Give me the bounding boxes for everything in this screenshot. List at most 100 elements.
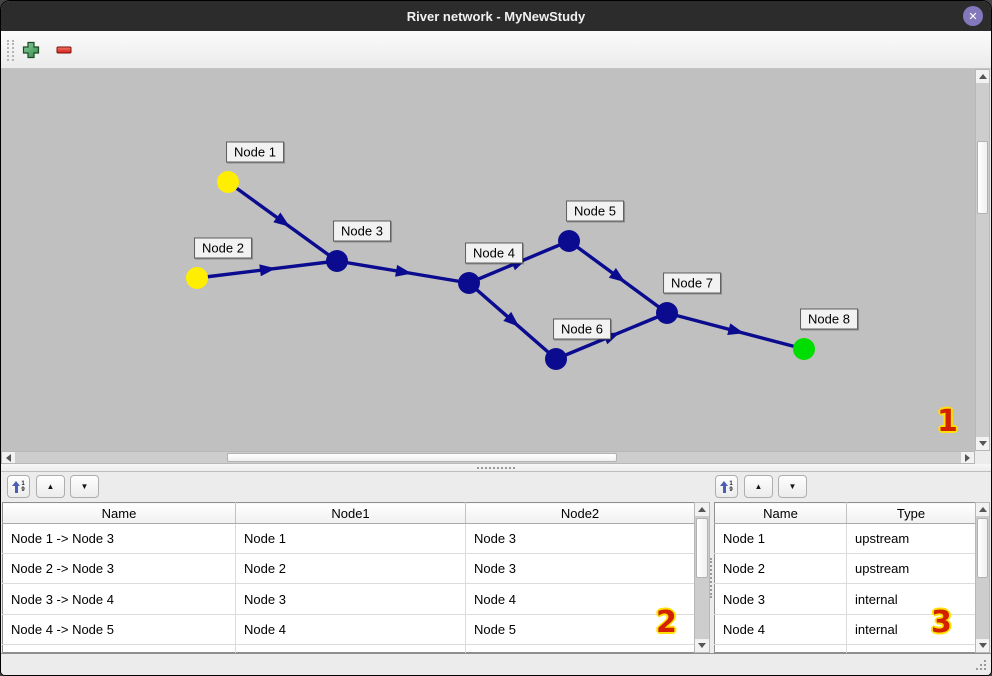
triangle-down-icon [978, 643, 987, 648]
canvas-hscroll-thumb[interactable] [227, 453, 617, 462]
reaches-vscrollbar[interactable] [694, 502, 710, 653]
toolbar-drag-handle[interactable] [7, 40, 14, 61]
node-label[interactable]: Node 3 [333, 220, 391, 242]
canvas-scroll-up-button[interactable] [976, 70, 989, 83]
column-header[interactable]: Node1 [235, 502, 466, 524]
nodes-vscroll-thumb[interactable] [977, 518, 988, 578]
reaches-scroll-up-button[interactable] [695, 503, 709, 516]
node-label[interactable]: Node 6 [553, 318, 611, 340]
table-cell[interactable]: Node 4 [714, 614, 847, 645]
node-label[interactable]: Node 5 [566, 200, 624, 222]
column-header[interactable]: Node2 [465, 502, 695, 524]
network-node[interactable] [545, 348, 567, 370]
network-node[interactable] [217, 171, 239, 193]
annotation-number: 1 [937, 404, 958, 439]
canvas-table-splitter[interactable] [1, 464, 991, 472]
column-header[interactable]: Name [2, 502, 236, 524]
reaches-scroll-down-button[interactable] [695, 639, 709, 652]
flow-direction-arrow-icon [503, 311, 520, 327]
pane-splitter[interactable] [709, 502, 713, 653]
table-cell[interactable]: Node 3 [235, 583, 466, 615]
table-cell[interactable]: Node 3 -> Node 4 [2, 583, 236, 615]
table-cell[interactable]: Node 5 [465, 614, 695, 645]
table-cell[interactable]: Node 2 [235, 553, 466, 585]
table-cell[interactable]: internal [846, 583, 976, 615]
table-cell[interactable]: Node 4 [465, 583, 695, 615]
network-canvas[interactable]: Node 1 Node 2 Node 3 Node 4 Node 5 Node 6 Node… [1, 69, 975, 451]
canvas-vscrollbar[interactable] [975, 69, 990, 451]
node-label[interactable]: Node 1 [226, 141, 284, 163]
window-title: River network - MyNewStudy [406, 8, 586, 24]
canvas-scroll-right-button[interactable] [961, 452, 974, 463]
add-node-button[interactable] [20, 39, 42, 61]
nodes-vscrollbar[interactable] [975, 502, 990, 653]
nodes-scroll-up-button[interactable] [976, 503, 989, 516]
network-node[interactable] [558, 230, 580, 252]
network-node[interactable] [186, 267, 208, 289]
splitter-dots-icon [477, 466, 515, 469]
triangle-down-icon: ▼ [80, 482, 89, 491]
table-cell[interactable]: Node 1 -> Node 3 [2, 523, 236, 555]
table-cell[interactable]: Node 2 -> Node 3 [2, 553, 236, 585]
triangle-up-icon [698, 507, 706, 512]
triangle-up-icon [978, 507, 987, 512]
table-cell[interactable]: Node 2 [714, 553, 847, 585]
table-cell[interactable]: internal [846, 614, 976, 645]
table-cell[interactable]: upstream [846, 523, 976, 555]
splitter-dots-icon [710, 557, 712, 598]
node-label[interactable]: Node 8 [800, 308, 858, 330]
title-bar[interactable]: River network - MyNewStudy ✕ [1, 1, 991, 31]
table-cell[interactable]: Node 1 [235, 523, 466, 555]
table-row-partial [2, 644, 695, 653]
reaches-move-up-button[interactable]: ▲ [36, 475, 65, 498]
canvas-scroll-down-button[interactable] [976, 437, 989, 450]
flow-direction-arrow-icon [273, 212, 290, 227]
table-cell[interactable]: Node 3 [714, 583, 847, 615]
canvas-hscrollbar[interactable] [1, 451, 975, 464]
canvas-vscroll-thumb[interactable] [977, 141, 988, 214]
network-node[interactable] [793, 338, 815, 360]
nodes-move-down-button[interactable]: ▼ [778, 475, 807, 498]
resize-grip-icon[interactable] [984, 668, 986, 670]
network-node[interactable] [326, 250, 348, 272]
node-label[interactable]: Node 7 [663, 272, 721, 294]
table-cell[interactable]: Node 3 [465, 553, 695, 585]
column-header[interactable]: Name [714, 502, 847, 524]
node-label[interactable]: Node 2 [194, 237, 252, 259]
table-cell[interactable]: Node 3 [465, 523, 695, 555]
nodes-scroll-down-button[interactable] [976, 639, 989, 652]
network-node[interactable] [656, 302, 678, 324]
close-button[interactable]: ✕ [963, 6, 983, 26]
nodes-move-up-button[interactable]: ▲ [744, 475, 773, 498]
node-label[interactable]: Node 4 [465, 242, 523, 264]
annotation-number: 3 [931, 605, 952, 640]
table-cell[interactable]: upstream [846, 553, 976, 585]
triangle-up-icon: ▲ [46, 482, 55, 491]
reaches-vscroll-thumb[interactable] [696, 518, 708, 578]
table-row-partial [714, 644, 976, 653]
canvas-scroll-left-button[interactable] [2, 452, 15, 463]
network-node[interactable] [458, 272, 480, 294]
flow-direction-arrow-icon [608, 268, 626, 283]
column-header[interactable]: Type [846, 502, 976, 524]
reaches-move-down-button[interactable]: ▼ [70, 475, 99, 498]
table-cell[interactable]: Node 4 [235, 614, 466, 645]
table-cell[interactable]: Node 1 [714, 523, 847, 555]
table-cell[interactable]: Node 4 -> Node 5 [2, 614, 236, 645]
remove-node-button[interactable] [53, 39, 75, 61]
